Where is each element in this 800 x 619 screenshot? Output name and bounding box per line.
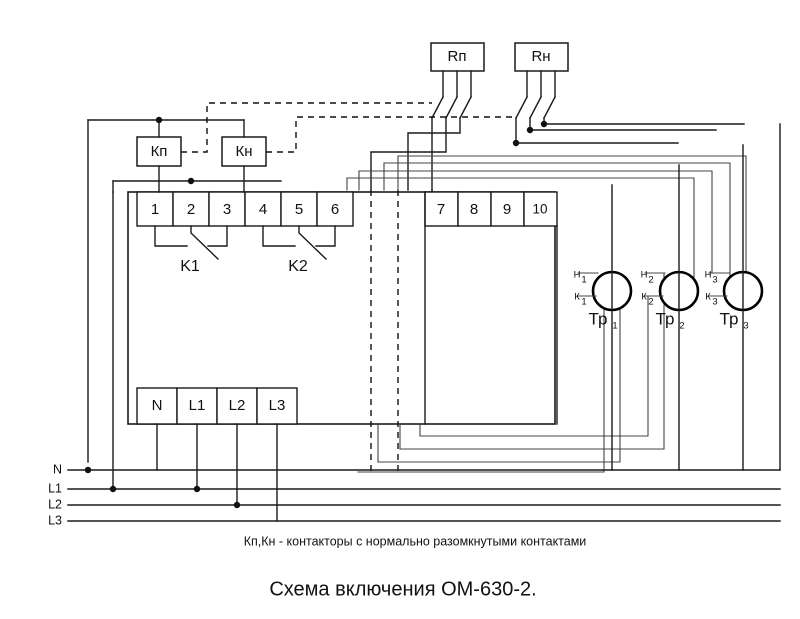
terminal-label-1: 1 — [151, 201, 159, 218]
terminal-label-2: 2 — [187, 201, 195, 218]
phase-label-l1: L1 — [48, 481, 62, 495]
contact-label-k2: K2 — [288, 258, 308, 275]
tr3-h-index: 3 — [712, 275, 717, 286]
terminal-block-top-right: 7 8 9 10 — [424, 191, 558, 227]
relay-rp: Rп — [430, 42, 485, 98]
tr2-h-label: Н — [641, 270, 648, 281]
diagram-title: Схема включения ОМ-630-2. — [269, 578, 536, 600]
transformer-tr1: Н 1 К 1 Тр 1 — [574, 184, 633, 471]
tr2-index: 2 — [679, 321, 684, 332]
contactor-kp-label: Кп — [151, 143, 168, 160]
terminal-label-n: N — [152, 397, 163, 414]
terminal-label-l1: L1 — [189, 397, 206, 414]
contactor-kn-label: Кн — [235, 143, 252, 160]
supply-lines: N L1 L2 L3 — [48, 462, 781, 527]
tr1-h-index: 1 — [581, 275, 586, 286]
junction-dot — [84, 466, 92, 474]
terminal-label-10: 10 — [532, 202, 547, 217]
tr2-k-index: 2 — [648, 297, 653, 308]
junction-dot — [512, 139, 520, 147]
tr3-k-index: 3 — [712, 297, 717, 308]
ct-secondary-routing — [346, 155, 747, 473]
terminal-label-6: 6 — [331, 201, 339, 218]
contactor-kn: Кн — [221, 119, 267, 193]
device-body — [127, 191, 556, 425]
tr3-k-label: К — [705, 292, 711, 303]
tr3-h-label: Н — [705, 270, 712, 281]
transformer-tr3: Н 3 К 3 Тр 3 — [705, 144, 764, 471]
terminal-block-bottom: N L1 L2 L3 — [136, 387, 298, 425]
terminal-label-4: 4 — [259, 201, 267, 218]
coil-supply-bus — [87, 116, 245, 463]
terminal-block-top-left: 1 2 3 4 5 6 — [136, 191, 354, 227]
contactor-kp: Кп — [136, 119, 182, 193]
tr1-k-label: К — [574, 292, 580, 303]
relay-rp-label: Rп — [448, 48, 467, 65]
terminal-label-9: 9 — [503, 201, 511, 218]
coil-return-bus — [112, 177, 282, 490]
internal-contact-k1: K1 — [154, 225, 228, 275]
terminal-label-5: 5 — [295, 201, 303, 218]
tr1-h-label: Н — [574, 270, 581, 281]
sense-lines-dashed — [370, 190, 399, 476]
junction-dot — [540, 120, 548, 128]
relay-rn: Rн — [514, 42, 569, 98]
terminal-label-3: 3 — [223, 201, 231, 218]
relay-rp-contacts — [370, 96, 472, 191]
tr3-name: Тр — [720, 309, 739, 328]
phase-label-n: N — [53, 462, 62, 476]
junction-dot — [155, 116, 163, 124]
internal-contact-k2: K2 — [262, 225, 336, 275]
tr2-k-label: К — [641, 292, 647, 303]
terminal-label-l3: L3 — [269, 397, 286, 414]
tr1-name: Тр — [589, 309, 608, 328]
legend-note: Кп,Кн - контакторы с нормально разомкнут… — [244, 534, 587, 548]
junction-dot — [193, 485, 201, 493]
phase-label-l2: L2 — [48, 497, 62, 511]
tr2-h-index: 2 — [648, 275, 653, 286]
relay-rn-label: Rн — [531, 48, 550, 65]
junction-dot — [526, 126, 534, 134]
terminal-label-l2: L2 — [229, 397, 246, 414]
tr2-name: Тр — [656, 309, 675, 328]
contact-label-k1: K1 — [180, 258, 200, 275]
junction-dot — [187, 177, 195, 185]
junction-dot — [109, 485, 117, 493]
terminal-label-7: 7 — [437, 201, 445, 218]
phase-label-l3: L3 — [48, 513, 62, 527]
junction-dot — [233, 501, 241, 509]
tr3-index: 3 — [743, 321, 748, 332]
relay-rn-bus — [512, 120, 745, 147]
terminal-label-8: 8 — [470, 201, 478, 218]
device-supply-drops — [84, 423, 278, 522]
relay-rn-contacts — [515, 96, 556, 144]
transformer-tr2: Н 2 К 2 Тр 2 — [641, 164, 700, 471]
tr1-index: 1 — [612, 321, 617, 332]
device-inner-frame — [424, 191, 558, 425]
control-link-dashed — [181, 102, 516, 153]
tr1-k-index: 1 — [581, 297, 586, 308]
phase-tie-ins — [431, 123, 781, 471]
